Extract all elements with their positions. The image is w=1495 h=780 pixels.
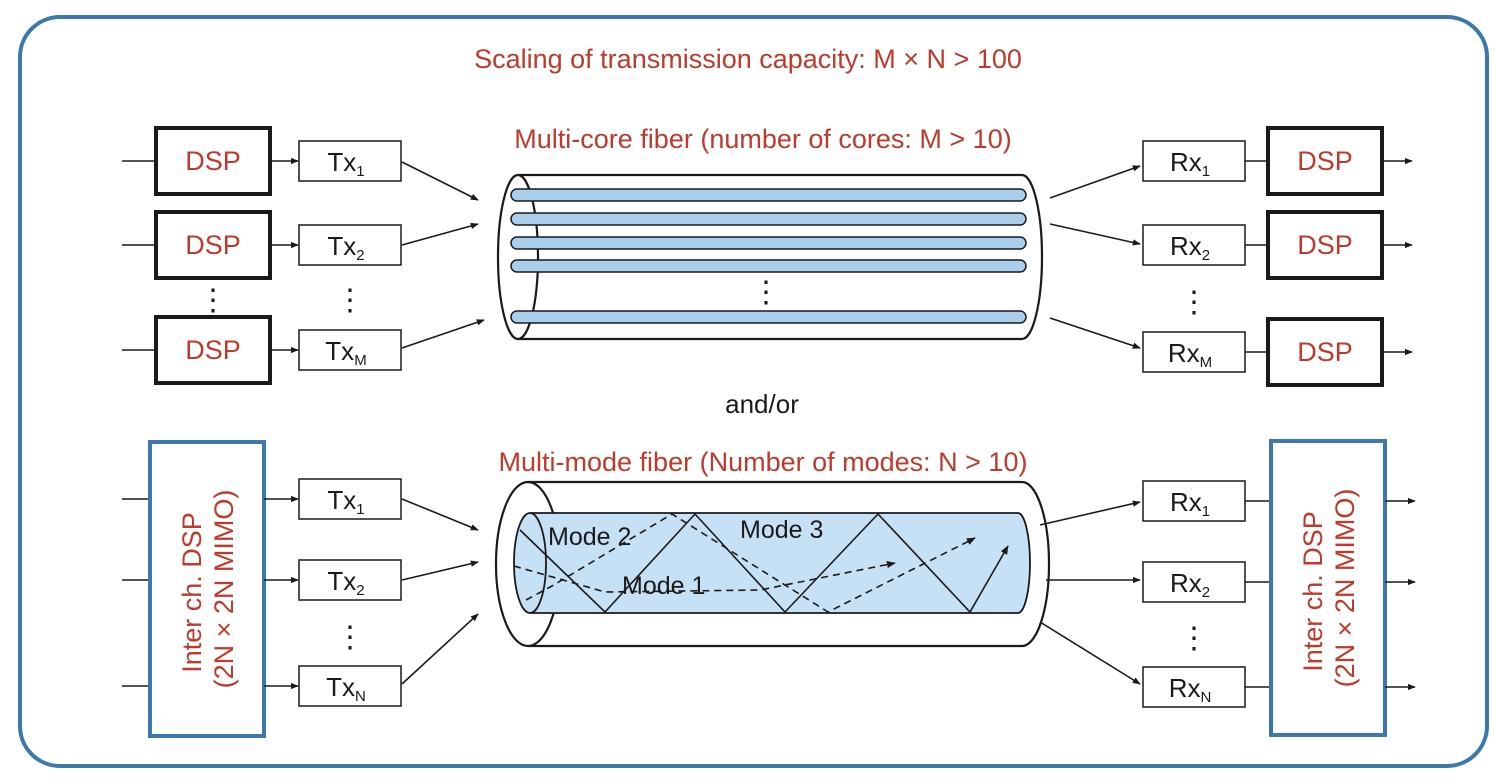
mmf-tx-ellipsis: ⋮ — [335, 621, 365, 654]
mcf-tx-1: Tx1 — [298, 140, 402, 182]
mcf-tx-ellipsis: ⋮ — [335, 284, 365, 317]
multi-core-fiber: ⋮ — [496, 173, 1044, 341]
diagram-title: Scaling of transmission capacity: M × N … — [474, 44, 1022, 74]
fiber-cores — [510, 188, 1027, 324]
svg-text:Inter ch. DSP (2N × 2N M: Inter ch. DSP (2N × 2N MIMO) — [1298, 489, 1360, 688]
mcf-rx-dsp-lines — [1245, 160, 1268, 353]
mcf-tx-fiber-arrows — [401, 161, 485, 349]
mcf-rx-dsp-m: DSP — [1266, 317, 1384, 387]
mmf-rx-1: Rx1 — [1142, 480, 1246, 522]
multi-mode-fiber: Mode 2 Mode 3 Mode 1 — [494, 480, 1051, 648]
mmf-rx-dsp-lines — [1245, 500, 1271, 688]
svg-text:RxM: RxM — [1168, 338, 1212, 371]
svg-text:Tx1: Tx1 — [327, 147, 364, 180]
mmf-rx-mimo-dsp: Inter ch. DSP (2N × 2N MIMO) — [1269, 439, 1387, 737]
mmf-rx-ellipsis: ⋮ — [1179, 622, 1209, 655]
mode-3-label: Mode 3 — [740, 516, 823, 544]
outer-frame — [18, 15, 1489, 768]
svg-text:TxN: TxN — [326, 672, 366, 705]
mcf-rx-m: RxM — [1142, 331, 1246, 373]
mcf-dsp-ellipsis: ⋮ — [198, 284, 228, 317]
mcf-fiber-rx-arrows — [1049, 165, 1141, 349]
mmf-tx-2: Tx2 — [298, 559, 402, 601]
svg-text:DSP: DSP — [1297, 230, 1353, 260]
mmf-output-arrows — [1385, 497, 1416, 691]
mcf-tx-dsp-2: DSP — [154, 210, 272, 280]
svg-text:Rx1: Rx1 — [1170, 487, 1210, 520]
mcf-label: Multi-core fiber (number of cores: M > 1… — [514, 124, 1011, 154]
mcf-rx-1: Rx1 — [1142, 140, 1246, 182]
svg-text:DSP: DSP — [185, 335, 241, 365]
mmf-tx-fiber-arrows — [401, 498, 479, 685]
mmf-rx-2: Rx2 — [1142, 561, 1246, 603]
core-ellipsis: ⋮ — [751, 276, 781, 309]
mmf-rx-n: RxN — [1142, 666, 1246, 708]
svg-text:Tx1: Tx1 — [327, 485, 364, 518]
mcf-rx-2: Rx2 — [1142, 224, 1246, 266]
mcf-input-lines — [122, 160, 156, 351]
mcf-tx-m: TxM — [298, 329, 402, 371]
mmf-tx-n: TxN — [298, 665, 402, 707]
mcf-rx-ellipsis: ⋮ — [1179, 286, 1209, 319]
mcf-rx-dsp-1: DSP — [1266, 126, 1384, 196]
mcf-tx-dsp-m: DSP — [154, 315, 272, 385]
mcf-tx-2: Tx2 — [298, 224, 402, 266]
mode-2-label: Mode 2 — [548, 523, 631, 551]
svg-text:TxM: TxM — [325, 336, 366, 369]
svg-text:DSP: DSP — [1297, 337, 1353, 367]
svg-text:DSP: DSP — [185, 146, 241, 176]
svg-text:Inter ch. DSP (2N × 2N M: Inter ch. DSP (2N × 2N MIMO) — [177, 490, 239, 689]
mmf-fiber-rx-arrows — [1039, 500, 1141, 685]
mcf-dsp-tx-arrows — [270, 157, 299, 354]
mcf-output-arrows — [1382, 157, 1413, 356]
mmf-label: Multi-mode fiber (Number of modes: N > 1… — [499, 447, 1028, 477]
mode-ray-paths — [513, 512, 1009, 614]
mmf-input-lines — [122, 498, 150, 687]
and-or-separator: and/or — [725, 389, 799, 419]
svg-text:Rx1: Rx1 — [1170, 147, 1210, 180]
mcf-tx-dsp-1: DSP — [154, 126, 272, 196]
mmf-dsp-tx-arrows — [264, 495, 299, 690]
mcf-rx-dsp-2: DSP — [1266, 210, 1384, 280]
svg-text:Tx2: Tx2 — [327, 231, 364, 264]
svg-text:RxN: RxN — [1169, 673, 1212, 706]
svg-text:DSP: DSP — [185, 230, 241, 260]
svg-text:Rx2: Rx2 — [1170, 568, 1210, 601]
svg-text:Tx2: Tx2 — [327, 566, 364, 599]
mmf-tx-mimo-dsp: Inter ch. DSP (2N × 2N MIMO) — [148, 440, 266, 738]
svg-text:Rx2: Rx2 — [1170, 231, 1210, 264]
mode-1-label: Mode 1 — [622, 572, 705, 600]
mmf-tx-1: Tx1 — [298, 478, 402, 520]
svg-text:DSP: DSP — [1297, 146, 1353, 176]
